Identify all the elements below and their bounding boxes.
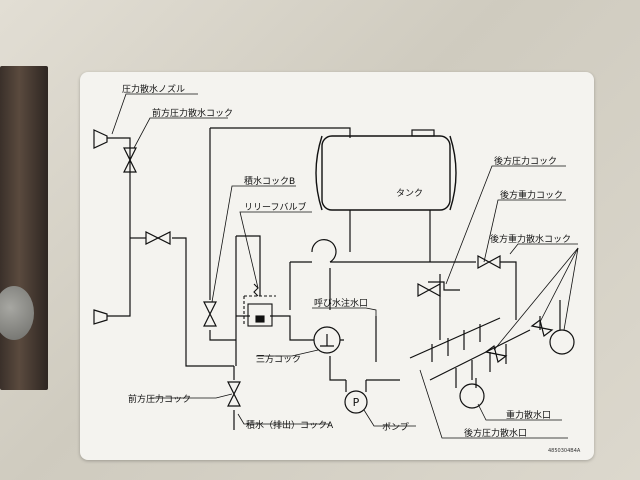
valve-icon [417, 282, 441, 298]
tank-shape [315, 129, 457, 211]
label-rear-pressure-cock: 後方圧力コック [494, 155, 557, 167]
label-rear-pressure-spray-port: 後方圧力散水口 [464, 427, 527, 439]
label-relief-valve: リリーフバルブ [244, 201, 306, 213]
label-three-way-cock: 三方コック [256, 353, 301, 365]
label-front-pressure-spray-cock: 前方圧力散水コック [152, 107, 233, 119]
pump-pipes [345, 380, 367, 392]
label-front-pressure-cock: 前方圧力コック [128, 393, 191, 405]
bracket-hole [0, 286, 34, 340]
relief-valve-icon [243, 283, 276, 327]
label-tank: タンク [396, 188, 423, 199]
valve-icon [484, 344, 508, 364]
leader-lines [111, 93, 579, 439]
label-pump: ポンプ [382, 422, 409, 433]
label-rear-gravity-cock: 後方重力コック [500, 189, 563, 201]
label-rear-gravity-spray-cock: 後方重力散水コック [490, 233, 571, 245]
label-water-cock-b: 積水コックB [244, 175, 295, 187]
pump-icon: P [344, 390, 368, 414]
three-way-cock-icon [310, 326, 344, 354]
label-pressure-nozzle: 圧力散水ノズル [122, 83, 185, 95]
nozzle-icon [93, 129, 108, 149]
valve-icon [123, 147, 137, 173]
valve-icon [530, 318, 554, 338]
valve-icon [227, 381, 241, 407]
gravity-outlet-icon [549, 329, 575, 355]
pump-symbol-label: P [353, 396, 360, 409]
valve-icon [477, 254, 501, 270]
label-water-cock-a: 積水（排出）コックA [246, 419, 334, 431]
label-gravity-spray-port: 重力散水口 [506, 409, 551, 421]
nozzle-icon [93, 309, 108, 325]
valve-icon [203, 301, 217, 327]
valve-icon [145, 231, 171, 245]
gravity-outlet-icon [459, 383, 485, 409]
label-priming-port: 呼び水注水口 [314, 297, 368, 309]
pipes [107, 127, 561, 430]
plate-code: 4850304B4A [548, 448, 581, 454]
bypass-loop [311, 239, 337, 263]
